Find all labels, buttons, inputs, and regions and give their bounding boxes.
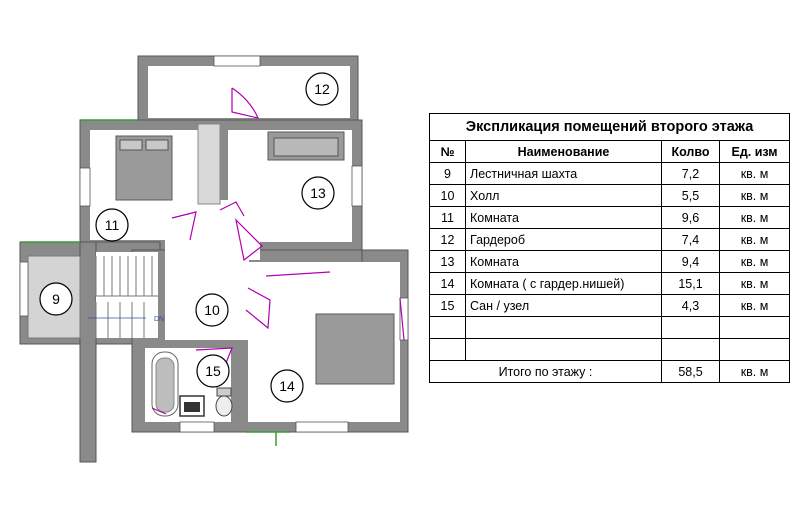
table-row: 10 Холл 5,5 кв. м <box>429 184 791 207</box>
stair-direction-label: DN <box>154 316 164 323</box>
wardrobe-niche <box>197 123 221 205</box>
row-name: Лестничная шахта <box>465 162 662 185</box>
total-qty: 58,5 <box>661 360 720 383</box>
table-row: 11 Комната 9,6 кв. м <box>429 206 791 229</box>
row-name: Холл <box>465 184 662 207</box>
room-number-10: 10 <box>204 302 220 318</box>
room-marker-11: 11 <box>95 208 129 242</box>
header-name: Наименование <box>465 140 662 163</box>
empty-cell <box>429 316 466 339</box>
table-header-row: № Наименование Колво Ед. изм <box>429 140 791 163</box>
exterior-accent-lines <box>20 119 290 446</box>
empty-cell <box>661 316 720 339</box>
row-name: Комната <box>465 250 662 273</box>
empty-cell <box>429 338 466 361</box>
room-marker-13: 13 <box>301 176 335 210</box>
row-unit: кв. м <box>718 184 791 207</box>
room-number-9: 9 <box>52 291 60 307</box>
row-unit: кв. м <box>718 272 791 295</box>
row-unit: кв. м <box>718 206 791 229</box>
row-unit: кв. м <box>718 162 791 185</box>
empty-cell <box>718 338 791 361</box>
table-row: 15 Сан / узел 4,3 кв. м <box>429 294 791 317</box>
table-empty-row <box>429 316 791 339</box>
floor-plan: DN <box>19 55 409 463</box>
row-unit: кв. м <box>718 250 791 273</box>
row-number: 11 <box>429 206 466 229</box>
room-number-13: 13 <box>310 185 326 201</box>
row-number: 9 <box>429 162 466 185</box>
room-number-markers: 9 10 11 12 13 14 15 <box>39 72 339 403</box>
table-row: 14 Комната ( с гардер.нишей) 15,1 кв. м <box>429 272 791 295</box>
door-swings <box>151 87 405 415</box>
room-marker-15: 15 <box>196 354 230 388</box>
total-label: Итого по этажу : <box>429 360 662 383</box>
furniture <box>115 123 395 417</box>
explication-table-container: Экспликация помещений второго этажа № На… <box>428 113 791 383</box>
empty-cell <box>465 338 662 361</box>
empty-cell <box>661 338 720 361</box>
row-number: 10 <box>429 184 466 207</box>
table-total-row: Итого по этажу : 58,5 кв. м <box>429 360 791 383</box>
row-number: 15 <box>429 294 466 317</box>
room-number-11: 11 <box>105 217 120 233</box>
empty-cell <box>718 316 791 339</box>
room-marker-10: 10 <box>195 293 229 327</box>
row-number: 12 <box>429 228 466 251</box>
row-qty: 7,4 <box>661 228 720 251</box>
row-unit: кв. м <box>718 228 791 251</box>
room-marker-14: 14 <box>270 369 304 403</box>
row-unit: кв. м <box>718 294 791 317</box>
header-qty: Колво <box>661 140 720 163</box>
row-name: Комната <box>465 206 662 229</box>
windows <box>19 55 409 433</box>
row-name: Комната ( с гардер.нишей) <box>465 272 662 295</box>
row-number: 14 <box>429 272 466 295</box>
table-title-row: Экспликация помещений второго этажа <box>428 113 791 141</box>
table-title: Экспликация помещений второго этажа <box>428 113 791 141</box>
row-qty: 5,5 <box>661 184 720 207</box>
room-number-15: 15 <box>205 363 221 379</box>
header-unit: Ед. изм <box>718 140 791 163</box>
table-row: 13 Комната 9,4 кв. м <box>429 250 791 273</box>
stair-steps <box>88 256 158 338</box>
toilet <box>215 395 233 417</box>
table-row: 12 Гардероб 7,4 кв. м <box>429 228 791 251</box>
room-marker-12: 12 <box>305 72 339 106</box>
total-unit: кв. м <box>718 360 791 383</box>
header-number: № <box>429 140 466 163</box>
bed-room-14 <box>315 313 395 385</box>
row-name: Гардероб <box>465 228 662 251</box>
table-empty-row <box>429 338 791 361</box>
row-name: Сан / узел <box>465 294 662 317</box>
explication-table: Экспликация помещений второго этажа № На… <box>428 113 791 383</box>
table-row: 9 Лестничная шахта 7,2 кв. м <box>429 162 791 185</box>
room-number-12: 12 <box>314 81 330 97</box>
row-qty: 15,1 <box>661 272 720 295</box>
row-qty: 9,4 <box>661 250 720 273</box>
row-qty: 9,6 <box>661 206 720 229</box>
room-marker-9: 9 <box>39 282 73 316</box>
row-number: 13 <box>429 250 466 273</box>
row-qty: 7,2 <box>661 162 720 185</box>
room-number-14: 14 <box>279 378 295 394</box>
empty-cell <box>465 316 662 339</box>
row-qty: 4,3 <box>661 294 720 317</box>
